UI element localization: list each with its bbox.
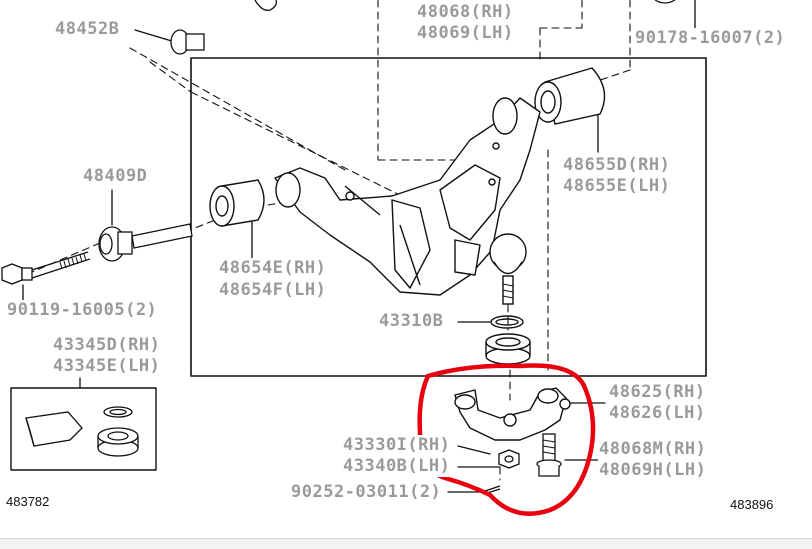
- label-48069h: 48069H(LH): [598, 460, 708, 481]
- label-48068m: 48068M(RH): [598, 439, 708, 460]
- label-48625: 48625(RH): [608, 382, 707, 403]
- label-48068: 48068(RH): [416, 2, 515, 23]
- nut-48452b-icon: [170, 29, 205, 55]
- label-90252: 90252-03011(2): [290, 482, 443, 503]
- bolt-48068m-icon: [536, 433, 562, 477]
- assembly-frame: [190, 57, 707, 377]
- figure-id-right: 483896: [730, 497, 774, 512]
- inset-boot-icon: [25, 411, 83, 447]
- inset-seal-icon: [97, 406, 139, 457]
- snap-ring-icon: [490, 315, 524, 329]
- castle-nut-icon: [498, 449, 520, 469]
- inset-box: [10, 387, 157, 471]
- dust-boot-icon: [485, 333, 531, 365]
- label-43340b: 43340B(LH): [342, 456, 452, 477]
- label-43345e: 43345E(LH): [52, 356, 162, 377]
- label-48655d: 48655D(RH): [562, 155, 672, 176]
- label-43345d: 43345D(RH): [52, 335, 162, 356]
- label-43310b: 43310B: [378, 311, 445, 332]
- label-48626: 48626(LH): [608, 403, 707, 424]
- ball-joint-icon: [489, 233, 527, 305]
- cam-bolt-48409d-icon: [98, 223, 193, 262]
- label-48654e: 48654E(RH): [218, 258, 328, 279]
- label-48655e: 48655E(LH): [562, 176, 672, 197]
- bushing-48655d-icon: [534, 67, 606, 125]
- label-90178: 90178-16007(2): [634, 28, 787, 49]
- label-48409d: 48409D: [82, 166, 149, 187]
- bolt-90119-icon: [1, 251, 91, 285]
- bottom-edge: [0, 538, 812, 549]
- lower-arm-icon: [274, 97, 541, 296]
- knuckle-arm-icon: [454, 387, 571, 441]
- label-48452b: 48452B: [54, 19, 121, 40]
- label-48069: 48069(LH): [416, 23, 515, 44]
- label-48654f: 48654F(LH): [218, 280, 328, 301]
- label-90119: 90119-16005(2): [6, 300, 159, 321]
- bushing-48654e-icon: [209, 179, 265, 227]
- figure-id-left: 483782: [6, 494, 50, 509]
- label-43330: 43330I(RH): [342, 435, 452, 456]
